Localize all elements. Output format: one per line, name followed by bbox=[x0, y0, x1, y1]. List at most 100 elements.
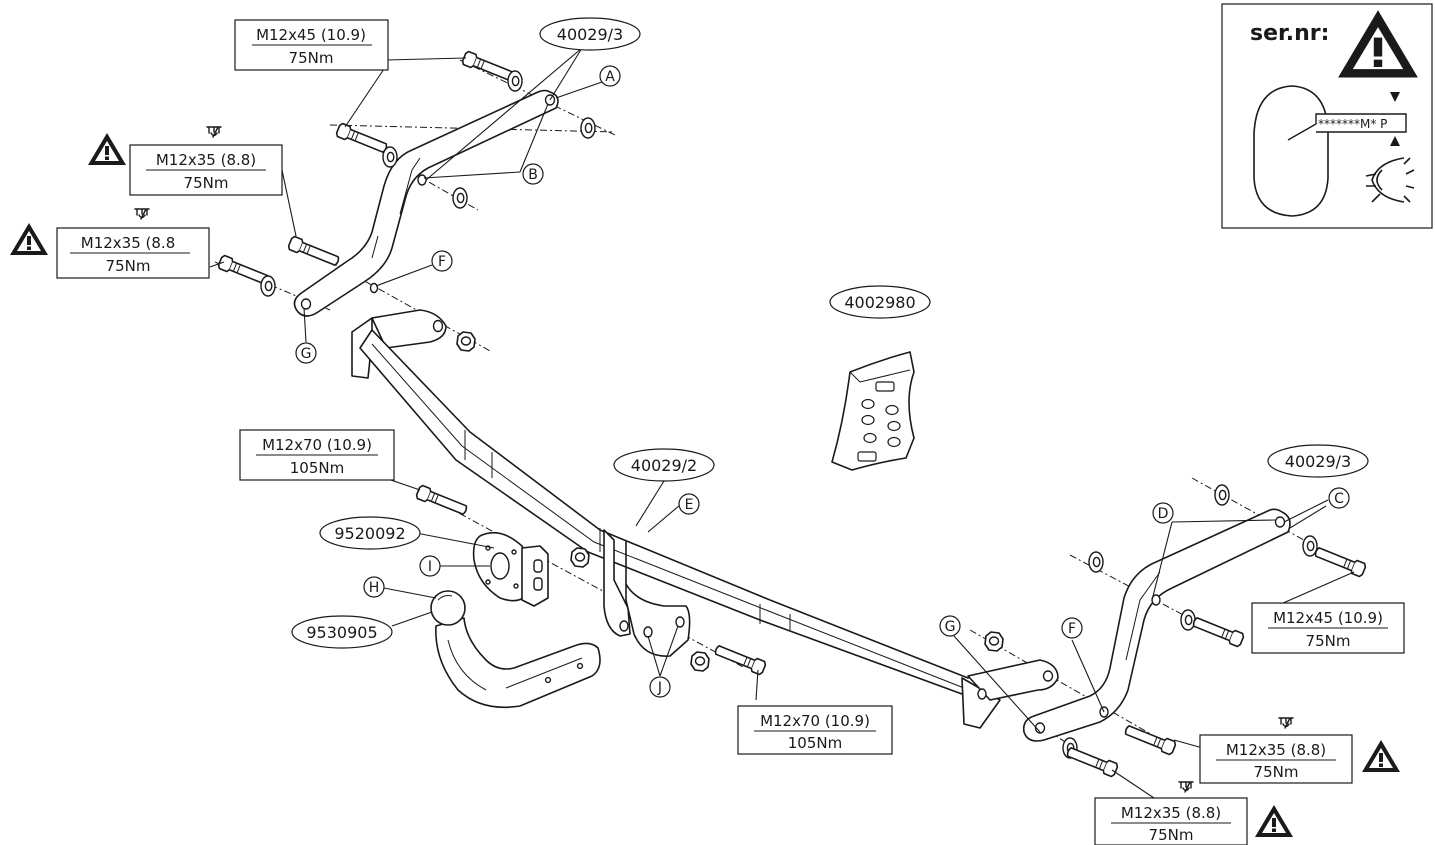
bolt-m12x70-left bbox=[414, 483, 470, 518]
svg-text:75Nm: 75Nm bbox=[184, 174, 229, 192]
svg-text:M12x70 (10.9): M12x70 (10.9) bbox=[760, 712, 870, 730]
bolt-m12x35-a bbox=[286, 234, 342, 269]
svg-text:M12x35 (8.8): M12x35 (8.8) bbox=[156, 151, 256, 169]
spec-box-m12x70-left: M12x70 (10.9) 105Nm bbox=[239, 429, 395, 481]
svg-text:I: I bbox=[428, 559, 432, 575]
crossbar bbox=[351, 309, 1059, 729]
torque-wrench-icon bbox=[1278, 717, 1294, 729]
callout-h: H bbox=[363, 576, 385, 598]
callout-e: E bbox=[678, 493, 700, 515]
svg-text:75Nm: 75Nm bbox=[1306, 632, 1351, 650]
callout-g-right: G bbox=[939, 615, 961, 637]
part-label-right-bracket: 40029/3 bbox=[1267, 444, 1369, 478]
nut bbox=[984, 631, 1004, 652]
part-label-towball: 9530905 bbox=[291, 615, 393, 649]
warning-triangle-icon bbox=[1255, 805, 1293, 837]
warning-triangle-icon bbox=[88, 133, 126, 165]
bolt-m12x35-right-a bbox=[1122, 722, 1178, 757]
callout-d: D bbox=[1152, 502, 1174, 524]
svg-text:F: F bbox=[438, 254, 446, 270]
svg-text:*******M* P: *******M* P bbox=[1318, 117, 1387, 131]
eye-icon bbox=[1365, 157, 1415, 203]
svg-text:75Nm: 75Nm bbox=[289, 49, 334, 67]
svg-text:9530905: 9530905 bbox=[306, 623, 377, 642]
svg-text:C: C bbox=[1334, 491, 1344, 507]
spec-box-m12x45-right: M12x45 (10.9) 75Nm bbox=[1251, 602, 1405, 654]
callout-a: A bbox=[599, 65, 621, 87]
socket-plate bbox=[472, 531, 549, 607]
spec-box-m12x35-right-a: M12x35 (8.8) 75Nm bbox=[1199, 734, 1353, 784]
nut bbox=[456, 331, 476, 352]
washer bbox=[1088, 551, 1104, 573]
bolt-m12x35-right-b bbox=[1064, 744, 1120, 779]
washer bbox=[1214, 484, 1230, 506]
svg-text:105Nm: 105Nm bbox=[788, 734, 842, 752]
spec-box-m12x70-center: M12x70 (10.9) 105Nm bbox=[737, 705, 893, 755]
callout-b: B bbox=[522, 163, 544, 185]
nut bbox=[690, 651, 710, 672]
torque-wrench-icon bbox=[206, 126, 222, 138]
bolt-m12x70-center bbox=[712, 642, 768, 677]
spec-box-m12x35-left-b: M12x35 (8.8 75Nm bbox=[56, 227, 210, 279]
svg-text:M12x35 (8.8: M12x35 (8.8 bbox=[81, 234, 175, 252]
washer bbox=[580, 117, 596, 139]
bolt-m12x45-right bbox=[1312, 544, 1368, 579]
svg-text:M12x45 (10.9): M12x45 (10.9) bbox=[256, 26, 366, 44]
torque-wrench-icon bbox=[134, 208, 150, 220]
svg-text:G: G bbox=[301, 346, 312, 362]
callout-f-right: F bbox=[1061, 617, 1083, 639]
callout-i: I bbox=[419, 555, 441, 577]
spec-box-m12x45-top-left: M12x45 (10.9) 75Nm bbox=[234, 19, 389, 71]
warning-triangle-icon bbox=[1338, 10, 1418, 78]
svg-text:B: B bbox=[528, 167, 538, 183]
svg-text:A: A bbox=[605, 69, 615, 85]
svg-text:M12x70 (10.9): M12x70 (10.9) bbox=[262, 436, 372, 454]
washer bbox=[1180, 609, 1196, 631]
callout-j: J bbox=[649, 676, 671, 698]
callout-g-left: G bbox=[295, 342, 317, 364]
svg-text:F: F bbox=[1068, 621, 1076, 637]
callout-c: C bbox=[1328, 487, 1350, 509]
spec-box-m12x35-right-b: M12x35 (8.8) 75Nm bbox=[1094, 797, 1248, 845]
torque-wrench-icon bbox=[1178, 781, 1194, 793]
washer bbox=[452, 187, 468, 209]
svg-text:J: J bbox=[657, 680, 662, 696]
svg-text:4002980: 4002980 bbox=[844, 293, 915, 312]
svg-text:40029/2: 40029/2 bbox=[631, 456, 697, 475]
serial-number-panel: ser.nr: *******M* P bbox=[1221, 3, 1433, 229]
svg-text:40029/3: 40029/3 bbox=[1285, 452, 1351, 471]
svg-text:M12x45 (10.9): M12x45 (10.9) bbox=[1273, 609, 1383, 627]
warning-triangle-icon bbox=[10, 223, 48, 255]
washer bbox=[260, 275, 276, 297]
svg-text:D: D bbox=[1158, 506, 1169, 522]
svg-text:E: E bbox=[685, 497, 694, 513]
svg-text:75Nm: 75Nm bbox=[106, 257, 151, 275]
part-label-bolt-kit: 4002980 bbox=[829, 285, 931, 319]
bolt-m12x45-left bbox=[460, 49, 516, 84]
svg-text:40029/3: 40029/3 bbox=[557, 25, 623, 44]
svg-text:M12x35 (8.8): M12x35 (8.8) bbox=[1226, 741, 1326, 759]
svg-text:105Nm: 105Nm bbox=[290, 459, 344, 477]
left-side-bracket bbox=[293, 89, 559, 317]
warning-triangle-icon bbox=[1362, 740, 1400, 772]
svg-text:75Nm: 75Nm bbox=[1149, 826, 1194, 844]
svg-text:H: H bbox=[369, 580, 380, 596]
part-label-crossbar: 40029/2 bbox=[613, 448, 715, 482]
bolt-kit-bag bbox=[831, 351, 915, 471]
bolt-m12x45-lower bbox=[334, 121, 390, 156]
svg-text:ser.nr:: ser.nr: bbox=[1250, 21, 1329, 46]
washer bbox=[382, 146, 398, 168]
part-label-socket-plate: 9520092 bbox=[319, 516, 421, 550]
leader-lines bbox=[209, 47, 1355, 799]
svg-text:G: G bbox=[945, 619, 956, 635]
svg-text:75Nm: 75Nm bbox=[1254, 763, 1299, 781]
towball bbox=[430, 590, 601, 709]
nut bbox=[570, 547, 590, 568]
callout-f-left: F bbox=[431, 250, 453, 272]
part-label-left-bracket: 40029/3 bbox=[539, 17, 641, 51]
spec-box-m12x35-left-a: M12x35 (8.8) 75Nm bbox=[129, 144, 283, 196]
svg-text:9520092: 9520092 bbox=[334, 524, 405, 543]
svg-text:M12x35 (8.8): M12x35 (8.8) bbox=[1121, 804, 1221, 822]
bolt-m12x45-right-lower bbox=[1190, 614, 1246, 649]
